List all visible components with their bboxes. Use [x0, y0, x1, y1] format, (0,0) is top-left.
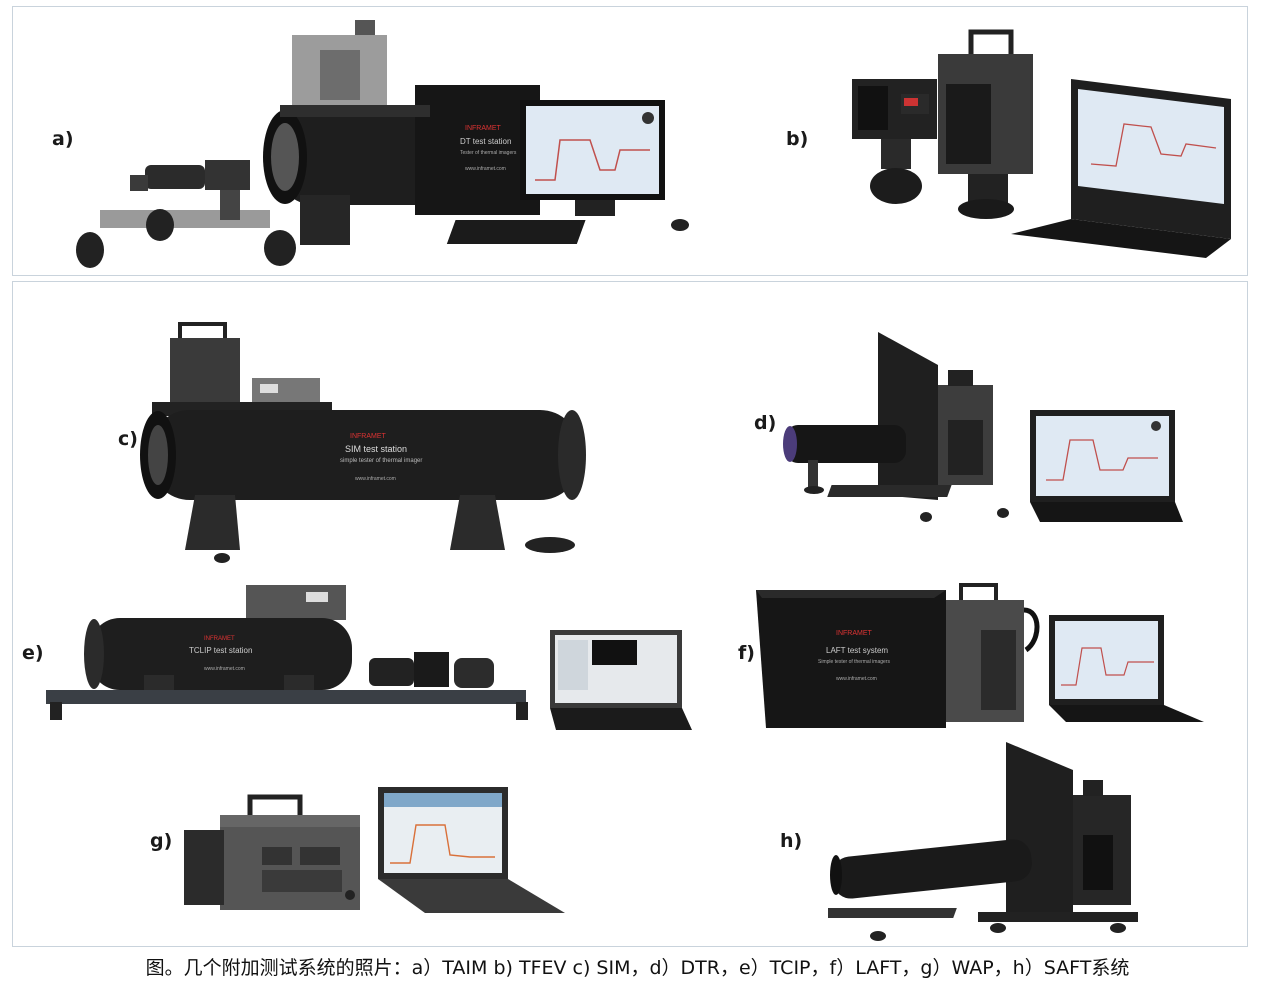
- c-brand-text: INFRAMET: [350, 433, 387, 440]
- photo-b-tfev-system: [846, 24, 1241, 258]
- e-title-text: TCLIP test station: [189, 646, 252, 655]
- photo-h-saft-system: [828, 740, 1148, 945]
- figure-caption: 图。几个附加测试系统的照片：a）TAIM b) TFEV c) SIM，d）DT…: [145, 957, 1130, 979]
- label-e: e): [22, 642, 44, 664]
- photo-d-dtr-system: [778, 330, 1188, 530]
- e-brand-text: INFRAMET: [204, 636, 235, 642]
- label-h: h): [780, 830, 803, 852]
- f-subtitle-text: Simple tester of thermal imagers: [818, 659, 890, 665]
- f-brand-text: INFRAMET: [836, 630, 873, 637]
- photo-a-taim-system: INFRAMET DT test station Tester of therm…: [70, 10, 700, 272]
- photo-e-tcip-system: INFRAMET TCLIP test station www.inframet…: [44, 580, 694, 735]
- e-url-text: www.inframet.com: [204, 666, 245, 672]
- f-url-text: www.inframet.com: [836, 676, 877, 682]
- f-title-text: LAFT test system: [826, 646, 888, 655]
- label-a: a): [52, 128, 74, 150]
- label-g: g): [150, 830, 173, 852]
- label-d: d): [754, 412, 777, 434]
- a-url-text: www.inframet.com: [465, 166, 506, 172]
- c-url-text: www.inframet.com: [355, 476, 396, 482]
- label-b: b): [786, 128, 809, 150]
- a-title-text: DT test station: [460, 137, 511, 146]
- photo-c-sim-station: INFRAMET SIM test station simple tester …: [140, 320, 590, 570]
- photo-f-laft-system: INFRAMET LAFT test system Simple tester …: [756, 580, 1208, 730]
- photo-g-wap-system: [180, 785, 570, 920]
- c-subtitle-text: simple tester of thermal imager: [340, 458, 422, 464]
- label-f: f): [738, 642, 755, 664]
- c-title-text: SIM test station: [345, 444, 407, 454]
- a-subtitle-text: Tester of thermal imagers: [460, 150, 517, 156]
- label-c: c): [118, 428, 138, 450]
- a-brand-text: INFRAMET: [465, 125, 502, 132]
